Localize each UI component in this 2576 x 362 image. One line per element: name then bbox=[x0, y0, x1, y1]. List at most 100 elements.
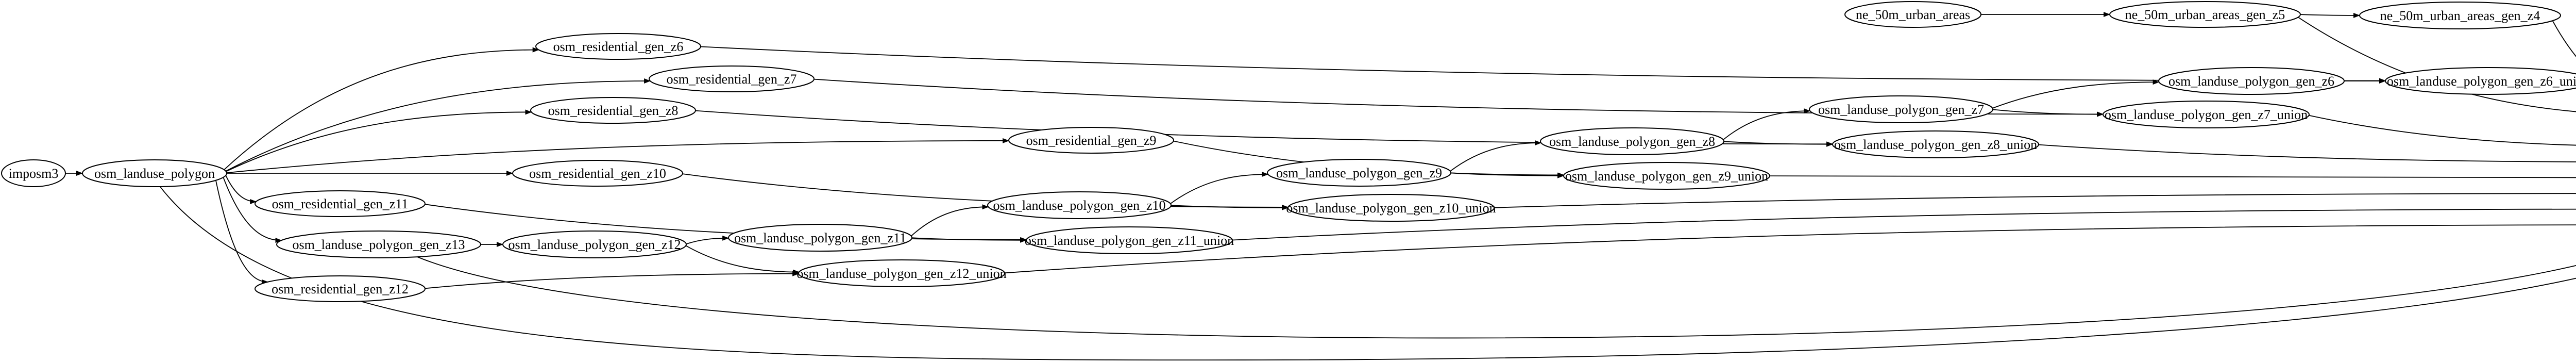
node-label: osm_landuse_polygon_gen_z6 bbox=[2168, 74, 2334, 89]
node-label: osm_residential_gen_z8 bbox=[548, 103, 679, 118]
edge-osm_landuse_polygon_gen_z10_union-to-layer_landuse.z10 bbox=[1494, 193, 2576, 208]
node-label: osm_landuse_polygon_gen_z10_union bbox=[1286, 201, 1496, 216]
node-osm_residential_gen_z7: osm_residential_gen_z7 bbox=[649, 65, 815, 92]
node-ellipse bbox=[728, 224, 912, 252]
node-ellipse bbox=[1563, 162, 1770, 190]
node-label: osm_landuse_polygon bbox=[94, 166, 215, 181]
node-ellipse bbox=[255, 190, 426, 217]
node-ne_50m_urban_areas_gen_z4: ne_50m_urban_areas_gen_z4 bbox=[2359, 2, 2561, 29]
edge-osm_landuse_polygon_gen_z13-to-layer_landuse.z13 bbox=[414, 255, 2576, 339]
node-label: osm_landuse_polygon_gen_z11_union bbox=[1025, 233, 1234, 248]
edge-osm_landuse_polygon-to-osm_landuse_polygon_gen_z13 bbox=[223, 177, 282, 243]
node-osm_landuse_polygon_gen_z9_union: osm_landuse_polygon_gen_z9_union bbox=[1563, 162, 1770, 190]
node-ellipse bbox=[512, 160, 683, 187]
node-ellipse bbox=[502, 231, 687, 258]
node-ellipse bbox=[535, 33, 701, 60]
edge-osm_landuse_polygon-to-osm_residential_gen_z8 bbox=[226, 109, 532, 172]
node-osm_landuse_polygon_gen_z6_union: osm_landuse_polygon_gen_z6_union bbox=[2385, 67, 2576, 95]
node-osm_residential_gen_z9: osm_residential_gen_z9 bbox=[1008, 127, 1174, 154]
node-ellipse bbox=[1, 159, 66, 187]
node-ellipse bbox=[82, 159, 227, 187]
nodes-layer: imposm3 osm_landuse_polygon osm_residentia… bbox=[1, 1, 2576, 302]
node-ellipse bbox=[530, 97, 696, 124]
edge-osm_landuse_polygon_gen_z7_union-to-layer_landuse.z7 bbox=[2309, 114, 2576, 146]
node-label: imposm3 bbox=[9, 166, 59, 181]
node-osm_landuse_polygon_gen_z8_union: osm_landuse_polygon_gen_z8_union bbox=[1832, 130, 2039, 158]
node-label: osm_landuse_polygon_gen_z12_union bbox=[796, 266, 1006, 281]
node-ellipse bbox=[2158, 67, 2345, 95]
node-ellipse bbox=[1267, 159, 1451, 187]
node-osm_landuse_polygon_gen_z11_union: osm_landuse_polygon_gen_z11_union bbox=[1025, 226, 1234, 254]
edge-osm_landuse_polygon_gen_z7-to-osm_landuse_polygon_gen_z7_union bbox=[1992, 109, 2104, 117]
node-osm_landuse_polygon_gen_z7: osm_landuse_polygon_gen_z7 bbox=[1809, 95, 1993, 123]
edge-osm_landuse_polygon_gen_z12-to-osm_landuse_polygon_gen_z12_union bbox=[685, 245, 800, 275]
node-label: osm_landuse_polygon_gen_z8_union bbox=[1834, 137, 2037, 152]
node-label: osm_residential_gen_z7 bbox=[667, 72, 797, 87]
node-osm_landuse_polygon_gen_z12: osm_landuse_polygon_gen_z12 bbox=[502, 231, 687, 258]
edge-ne_50m_urban_areas_gen_z4-to-layer_landuse.z4 bbox=[2552, 20, 2576, 57]
edge-osm_landuse_polygon_gen_z11_union-to-layer_landuse.z11 bbox=[1232, 208, 2576, 241]
node-ellipse bbox=[1026, 226, 1233, 254]
node-ellipse bbox=[1540, 127, 1724, 155]
node-ellipse bbox=[276, 231, 481, 258]
node-label: osm_landuse_polygon_gen_z13 bbox=[292, 237, 465, 252]
node-ellipse bbox=[255, 275, 426, 302]
node-ellipse bbox=[2359, 2, 2561, 29]
node-osm_landuse_polygon: osm_landuse_polygon bbox=[82, 159, 227, 187]
node-osm_residential_gen_z8: osm_residential_gen_z8 bbox=[530, 97, 696, 124]
node-label: osm_residential_gen_z9 bbox=[1026, 133, 1157, 148]
node-label: osm_landuse_polygon_gen_z7 bbox=[1818, 102, 1984, 117]
node-label: osm_landuse_polygon_gen_z8 bbox=[1549, 134, 1715, 149]
node-label: osm_landuse_polygon_gen_z10 bbox=[993, 198, 1165, 213]
node-osm_landuse_polygon_gen_z12_union: osm_landuse_polygon_gen_z12_union bbox=[796, 259, 1007, 287]
node-osm_landuse_polygon_gen_z8: osm_landuse_polygon_gen_z8 bbox=[1540, 127, 1724, 155]
edge-osm_landuse_polygon_gen_z8-to-osm_landuse_polygon_gen_z7 bbox=[1723, 108, 1811, 140]
node-label: osm_landuse_polygon_gen_z7_union bbox=[2105, 107, 2308, 122]
edge-osm_landuse_polygon_gen_z8_union-to-layer_landuse.z8 bbox=[2038, 144, 2576, 162]
node-ne_50m_urban_areas_gen_z5: ne_50m_urban_areas_gen_z5 bbox=[2109, 1, 2301, 28]
node-ellipse bbox=[2385, 67, 2576, 95]
node-label: osm_landuse_polygon_gen_z11 bbox=[734, 231, 906, 245]
edge-osm_landuse_polygon-to-osm_residential_gen_z12 bbox=[215, 180, 268, 285]
node-label: osm_residential_gen_z6 bbox=[553, 39, 684, 54]
node-ellipse bbox=[1832, 130, 2039, 158]
edge-osm_landuse_polygon_gen_z10-to-osm_landuse_polygon_gen_z9 bbox=[1170, 172, 1269, 204]
node-osm_landuse_polygon_gen_z6: osm_landuse_polygon_gen_z6 bbox=[2158, 67, 2345, 95]
node-label: ne_50m_urban_areas_gen_z4 bbox=[2380, 8, 2540, 23]
node-ne_50m_urban_areas: ne_50m_urban_areas bbox=[1844, 1, 1981, 28]
edge-osm_landuse_polygon-to-osm_residential_gen_z11 bbox=[225, 175, 257, 204]
node-label: osm_residential_gen_z12 bbox=[272, 282, 409, 297]
node-label: osm_landuse_polygon_gen_z9 bbox=[1276, 166, 1442, 180]
edge-ne_50m_urban_areas_gen_z5-to-ne_50m_urban_areas_gen_z4 bbox=[2300, 12, 2360, 18]
node-ellipse bbox=[987, 191, 1172, 219]
edge-osm_landuse_polygon_gen_z12_union-to-layer_landuse.z12 bbox=[1004, 224, 2576, 274]
node-ellipse bbox=[1287, 194, 1495, 222]
edge-osm_landuse_polygon-to-osm_residential_gen_z7 bbox=[225, 78, 651, 172]
edges-layer bbox=[65, 12, 2576, 361]
node-osm_landuse_polygon_gen_z10: osm_landuse_polygon_gen_z10 bbox=[987, 191, 1172, 219]
node-ellipse bbox=[1844, 1, 1981, 28]
node-osm_landuse_polygon_gen_z7_union: osm_landuse_polygon_gen_z7_union bbox=[2103, 101, 2310, 128]
edge-osm_landuse_polygon_gen_z9_union-to-layer_landuse.z9 bbox=[1769, 175, 2576, 178]
edge-osm_residential_gen_z11-to-osm_landuse_polygon_gen_z11_union bbox=[425, 204, 1027, 242]
node-label: osm_landuse_polygon_gen_z9_union bbox=[1565, 169, 1768, 184]
edge-osm_residential_gen_z6-to-osm_landuse_polygon_gen_z6_union bbox=[700, 46, 2386, 84]
node-label: ne_50m_urban_areas bbox=[1856, 7, 1970, 22]
node-label: osm_landuse_polygon_gen_z12 bbox=[508, 237, 681, 252]
node-label: osm_residential_gen_z10 bbox=[529, 166, 666, 181]
node-osm_landuse_polygon_gen_z10_union: osm_landuse_polygon_gen_z10_union bbox=[1286, 194, 1496, 222]
node-label: ne_50m_urban_areas_gen_z5 bbox=[2125, 7, 2285, 22]
node-label: osm_residential_gen_z11 bbox=[272, 196, 409, 211]
node-osm_residential_gen_z10: osm_residential_gen_z10 bbox=[512, 160, 683, 187]
node-ellipse bbox=[1809, 95, 1993, 123]
edge-osm_residential_gen_z10-to-osm_landuse_polygon_gen_z10_union bbox=[682, 173, 1289, 210]
node-imposm3: imposm3 bbox=[1, 159, 66, 187]
edge-osm_landuse_polygon_gen_z12-to-osm_landuse_polygon_gen_z11 bbox=[686, 235, 730, 245]
edge-osm_landuse_polygon_gen_z7-to-osm_landuse_polygon_gen_z6 bbox=[1992, 79, 2160, 109]
edge-osm_landuse_polygon_gen_z9-to-osm_landuse_polygon_gen_z8 bbox=[1450, 140, 1542, 172]
node-ellipse bbox=[2103, 101, 2310, 128]
node-osm_landuse_polygon_gen_z13: osm_landuse_polygon_gen_z13 bbox=[276, 231, 481, 258]
edge-osm_landuse_polygon-to-osm_residential_gen_z9 bbox=[226, 138, 1010, 173]
edge-osm_residential_gen_z12-to-osm_landuse_polygon_gen_z12_union bbox=[425, 271, 800, 289]
